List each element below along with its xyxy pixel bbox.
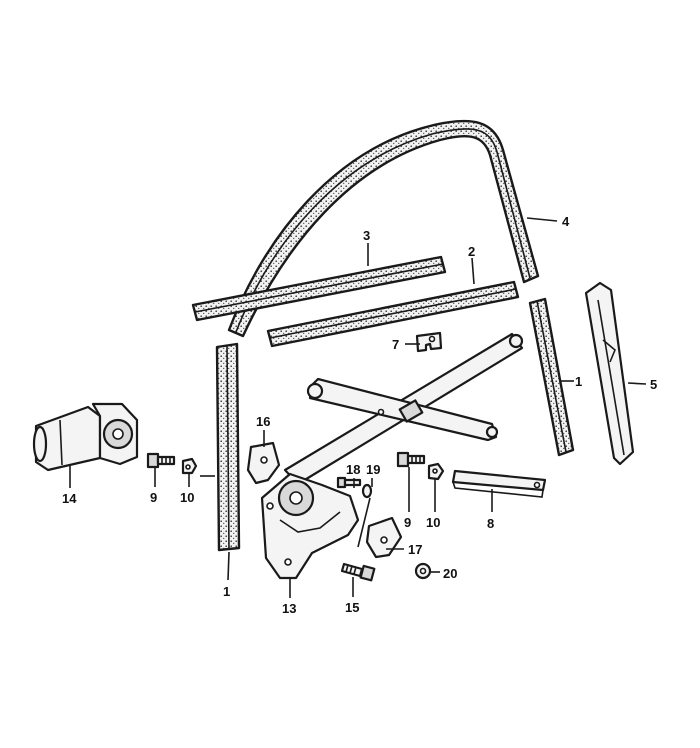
bracket-part-16 (246, 441, 281, 485)
callout-16: 16 (256, 414, 270, 429)
callout-9-left: 9 (150, 490, 157, 505)
callout-10-left: 10 (180, 490, 194, 505)
screw-part-18 (336, 476, 362, 489)
callout-20: 20 (443, 566, 457, 581)
callout-9-right: 9 (404, 515, 411, 530)
callout-14: 14 (62, 491, 77, 506)
callout-19: 19 (366, 462, 380, 477)
bolt-part-9-left (146, 452, 176, 469)
callout-17: 17 (408, 542, 422, 557)
callout-13: 13 (282, 601, 296, 616)
callout-2: 2 (468, 244, 475, 259)
leader-lines (69, 217, 647, 598)
inner-window-strip-part-3 (191, 255, 447, 322)
rear-guide-rail-part-5 (584, 281, 635, 466)
callout-18: 18 (346, 462, 360, 477)
window-frame-seal-part-4 (227, 119, 540, 338)
regulator-scissor-arms (283, 332, 524, 486)
nut-part-10-right (427, 462, 445, 481)
nut-part-10-left (181, 457, 198, 475)
callout-1-left: 1 (223, 584, 230, 599)
nut-part-20 (414, 562, 432, 580)
bolt-part-9-right (396, 451, 426, 468)
washer-part-19 (361, 483, 373, 499)
callout-10-right: 10 (426, 515, 440, 530)
bolt-part-15 (340, 562, 376, 582)
callout-15: 15 (345, 600, 359, 615)
bracket-part-17 (365, 516, 403, 559)
outer-window-strip-part-2 (266, 280, 520, 348)
regulator-base-plate-part-13 (260, 472, 360, 580)
callout-5: 5 (650, 377, 657, 392)
clip-part-7 (415, 331, 443, 353)
callout-8: 8 (487, 516, 494, 531)
callout-3: 3 (363, 228, 370, 243)
window-motor-part-14 (32, 402, 139, 472)
callout-labels: 1 1 2 3 4 5 7 8 9 9 10 10 13 14 15 16 17… (62, 214, 657, 616)
window-guide-channel-left-part-1 (215, 342, 241, 552)
callout-7: 7 (392, 337, 399, 352)
window-guide-channel-right-part-1 (528, 297, 575, 457)
callout-4: 4 (562, 214, 570, 229)
flat-bar-part-8 (451, 469, 547, 498)
callout-1-right: 1 (575, 374, 582, 389)
